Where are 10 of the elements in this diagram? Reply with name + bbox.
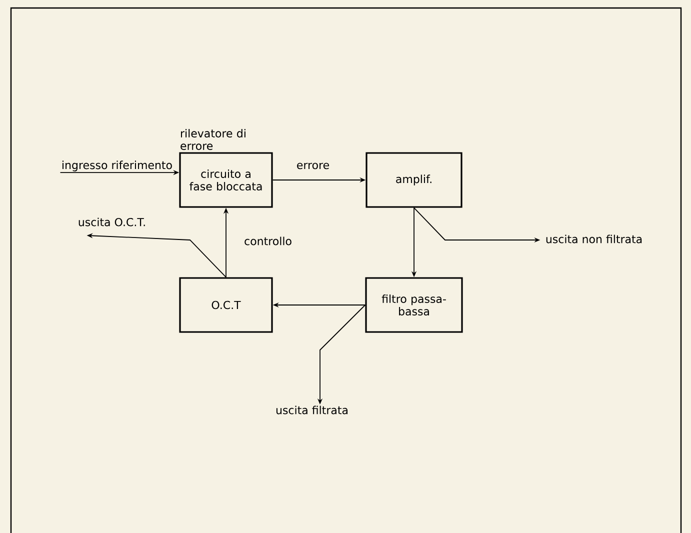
edge-label: controllo xyxy=(243,236,293,246)
block-heading: rilevatore di errore xyxy=(180,128,246,150)
signal-label: uscita filtrata xyxy=(276,406,348,414)
signal-label: uscita O.C.T. xyxy=(78,218,145,226)
signal-label: ingresso riferimento xyxy=(62,160,172,172)
block-box: O.C.T xyxy=(179,277,273,333)
signal-label: uscita non filtrata xyxy=(546,234,642,244)
block-box: circuito a fase bloccata xyxy=(179,152,273,208)
block-box: amplif. xyxy=(366,152,462,208)
block-box: filtro passa-bassa xyxy=(365,277,463,333)
